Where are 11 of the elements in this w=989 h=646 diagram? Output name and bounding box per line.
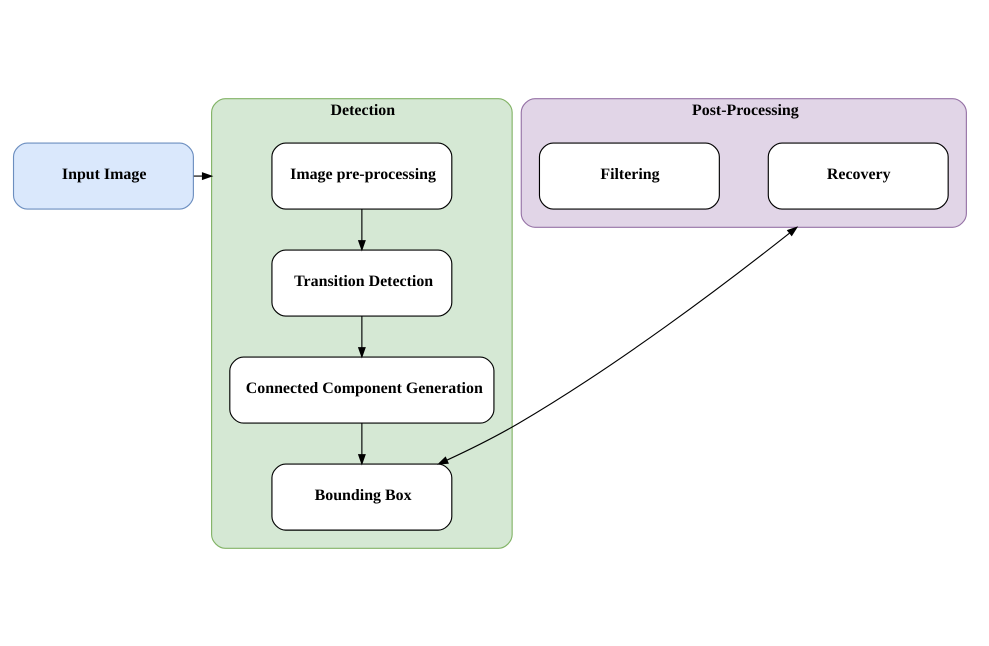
arrow: [436, 226, 798, 464]
arrow: [358, 316, 366, 358]
node-box: Input Image: [12, 142, 194, 210]
node-box: Filtering: [538, 142, 720, 210]
node-box: Recovery: [768, 142, 949, 210]
node-box: Image pre-processing: [271, 142, 452, 210]
node-box: Connected Component Generation: [229, 356, 494, 424]
arrow: [358, 422, 366, 466]
arrow: [358, 208, 366, 252]
node-box: Bounding Box: [271, 463, 452, 530]
node-box: Transition Detection: [271, 249, 452, 316]
